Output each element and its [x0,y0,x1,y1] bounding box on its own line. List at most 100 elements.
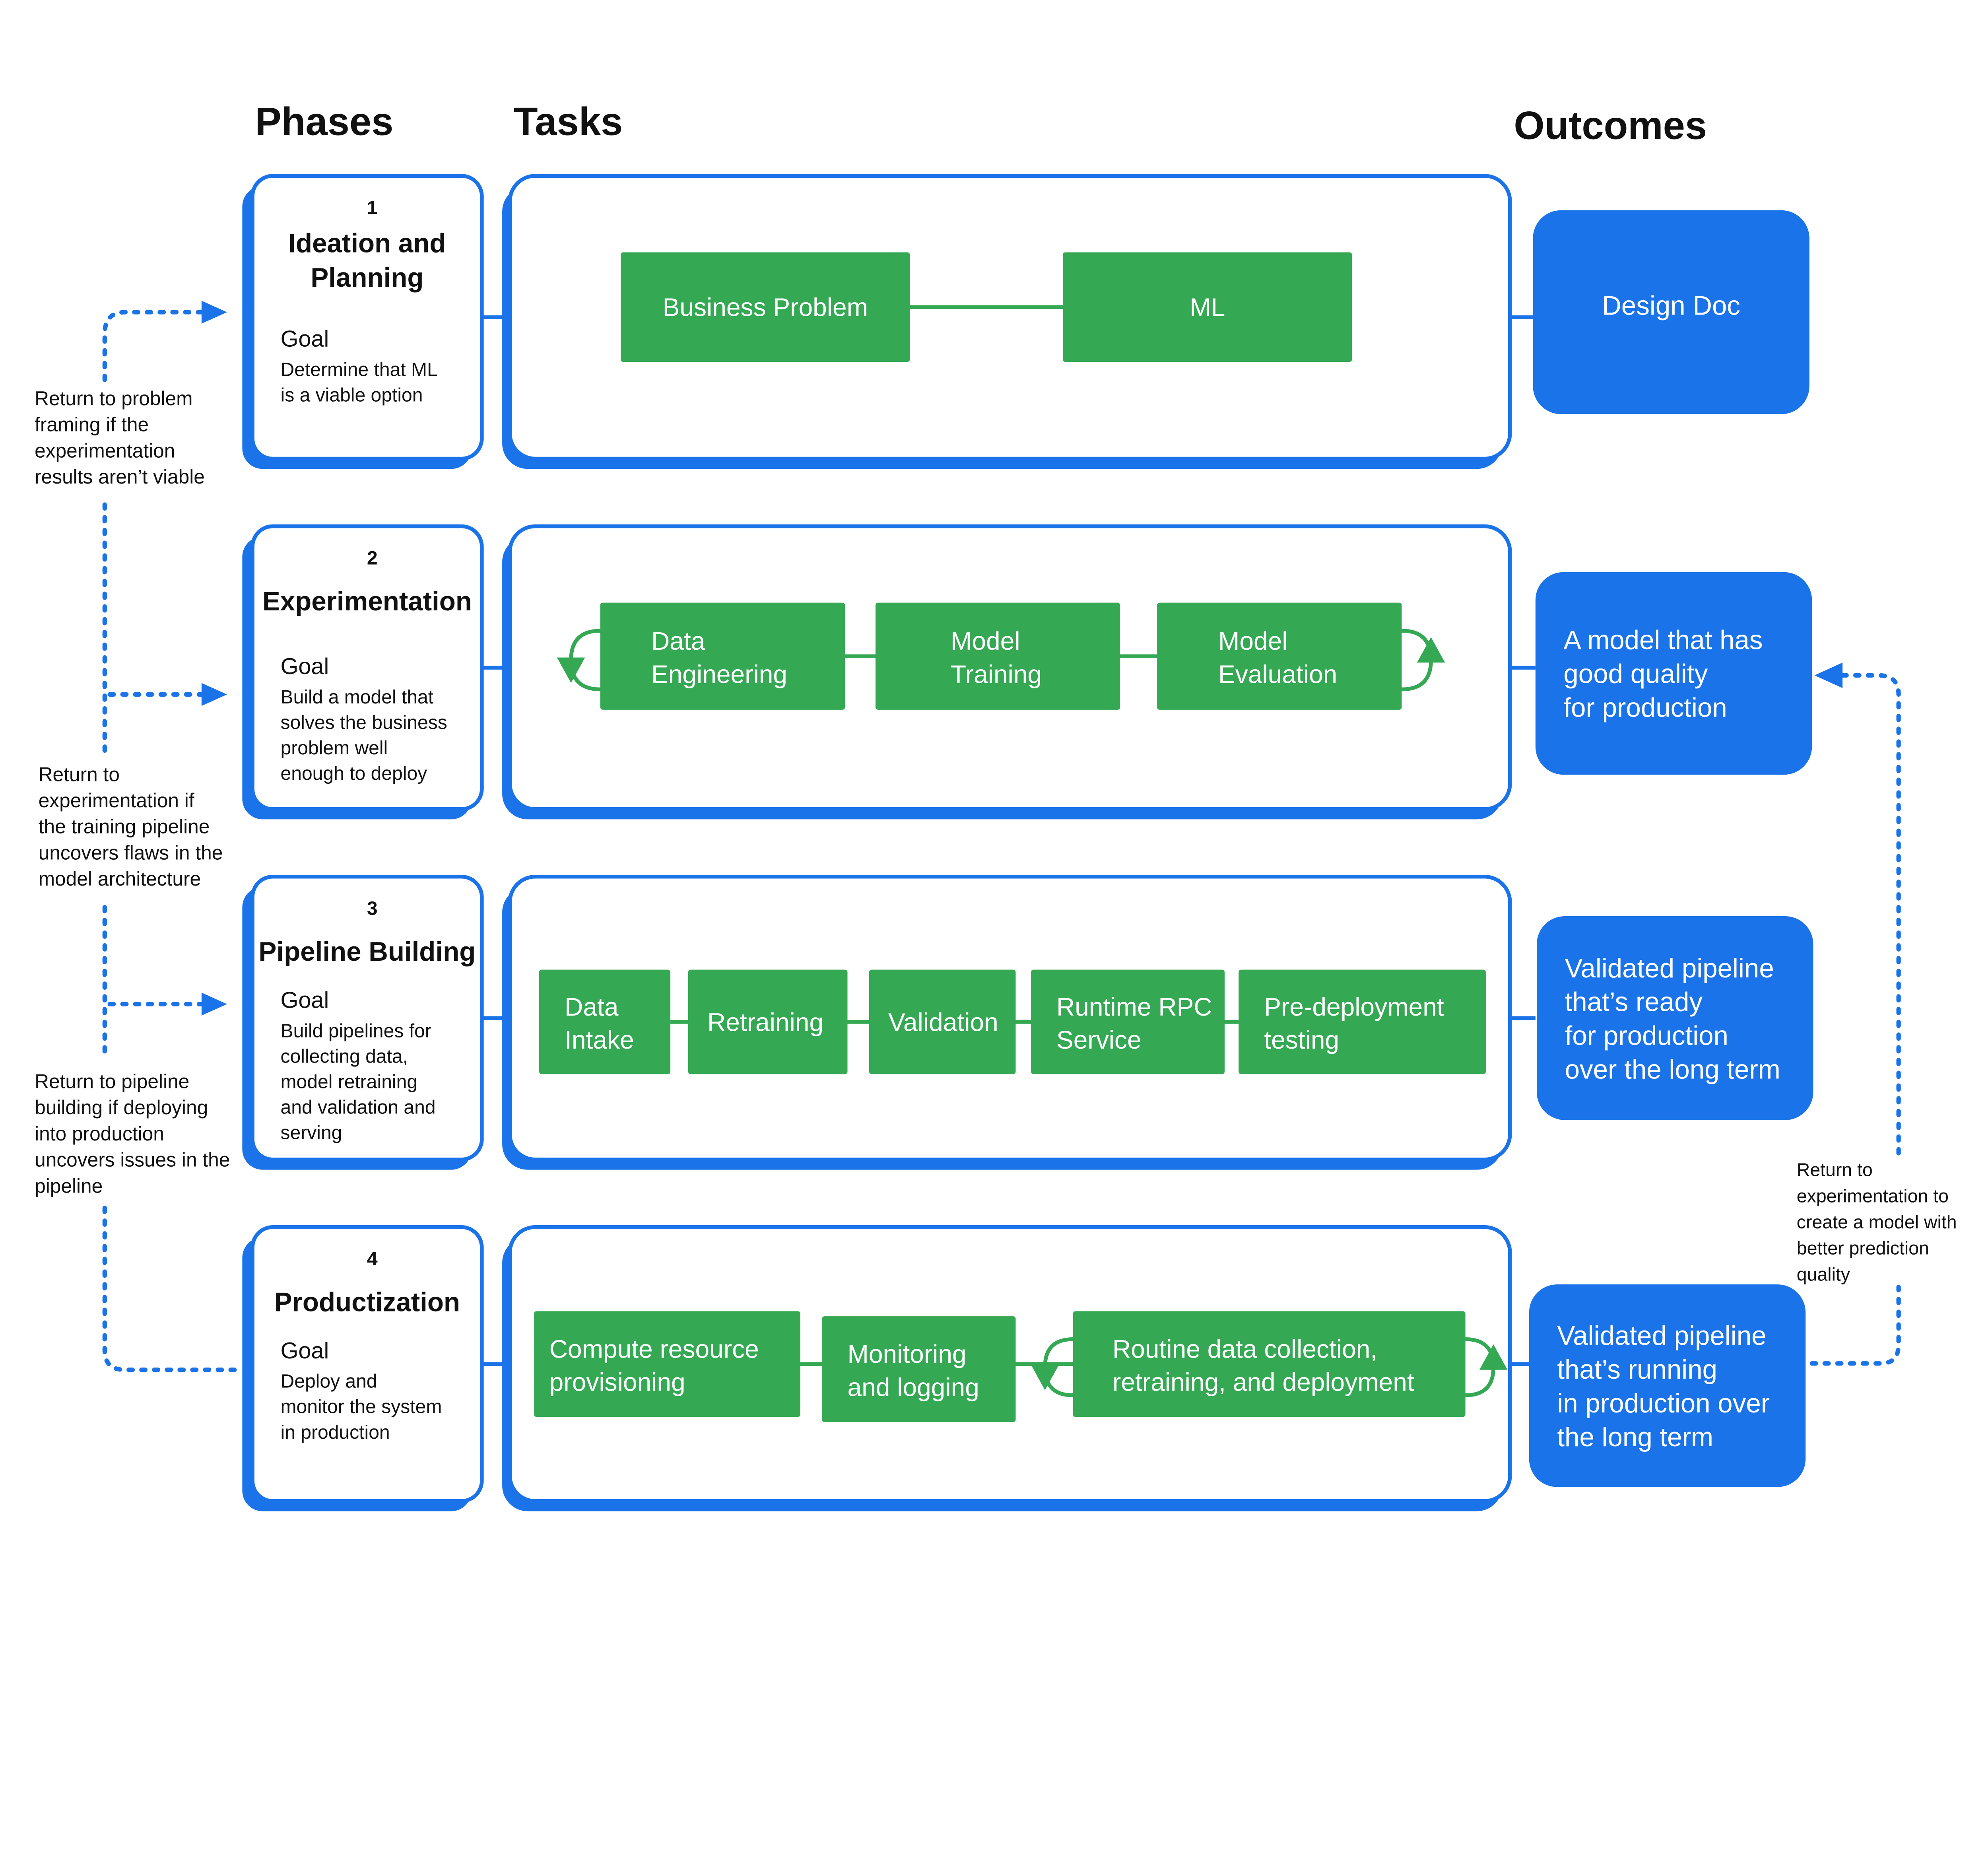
outcome-label-line: the long term [1557,1422,1713,1452]
task-box-fill [1073,1311,1466,1417]
return-from-production-line [102,1206,242,1372]
goal-description-line: Build a model that [281,686,434,708]
outcome-label-line: over the long term [1565,1055,1780,1085]
goal-description-line: Deploy and [281,1371,377,1392]
goal-description-line: serving [281,1122,342,1144]
loop-arrowhead-icon [1417,637,1445,663]
goal-label: Goal [281,654,329,679]
task-box-fill [1063,252,1352,362]
task-box-fill [1157,602,1402,710]
outcome-box [1533,210,1809,414]
outcome-label: Design Doc [1602,291,1740,321]
goal-description: Deploy and monitor the system in productio… [281,1371,442,1443]
card-body [250,174,484,461]
note-return-to-experimentation-better-model-line: quality [1797,1264,1850,1284]
phase-title-line: Experimentation [262,587,472,616]
task-box: Validation [869,969,1016,1074]
task-box-fill [1031,969,1225,1074]
note-return-to-problem-framing-line: framing if the [35,414,149,436]
loop-arrowhead-icon [557,657,585,683]
note-return-to-experimentation-better-model-line: Return to [1797,1160,1873,1180]
task-label: Validation [888,1008,998,1036]
goal-description-line: monitor the system [281,1396,442,1418]
phase-title: Pipeline Building [259,937,476,967]
phase-title-line: Pipeline Building [259,937,476,967]
feedback-arrows [102,301,1901,1372]
task-label-line: Evaluation [1218,660,1337,689]
task-box: Retraining [688,969,848,1074]
phases-header: Phases [255,100,393,144]
goal-label: Goal [281,1338,329,1364]
task-label-line: Service [1056,1026,1142,1054]
goal-description-line: collecting data, [281,1045,408,1067]
task-label-line: Engineering [651,660,787,689]
task-box: Compute resource provisioning [534,1311,800,1417]
note-return-to-experimentation-better-model-line: better prediction [1797,1238,1929,1259]
note-return-to-pipeline-building-line: uncovers issues in the [35,1149,230,1171]
phase-title-line: Planning [311,263,423,293]
goal-description-line: and validation and [281,1097,436,1118]
task-label-line: Model [951,627,1020,655]
note-return-to-pipeline-building: Return to pipeline building if deploying i… [35,1070,230,1197]
task-label-line: Compute resource [549,1335,759,1363]
outcome-box [1537,916,1813,1120]
loop-arrowhead-icon [1031,1364,1059,1391]
note-return-to-experimentation-line: the training pipeline [39,816,210,838]
note-return-to-pipeline-building-line: into production [35,1123,164,1145]
outcome-label-line: good quality [1563,659,1708,689]
task-box-fill [1239,969,1486,1074]
task-label-line: provisioning [549,1368,685,1397]
task-label-line: Runtime RPC [1056,993,1212,1021]
phase-title-line: Productization [274,1287,460,1317]
task-label: Runtime RPC Service [1056,993,1212,1054]
phase-number: 2 [367,548,378,569]
note-return-to-pipeline-building-line: building if deploying [35,1096,208,1119]
note-return-to-experimentation-line: experimentation if [39,789,194,812]
goal-description-line: is a viable option [281,384,423,406]
task-box-fill [875,602,1120,710]
task-box-fill [822,1316,1016,1422]
note-return-to-problem-framing-line: experimentation [35,439,175,462]
card-body [250,874,484,1162]
goal-description-line: in production [281,1422,390,1443]
phase-title: Experimentation [262,587,472,616]
task-label: Compute resource provisioning [549,1335,759,1396]
outcome-label-line: A model that has [1563,626,1763,655]
outcome-label-line: that’s running [1557,1355,1717,1385]
task-label-line: Model [1218,627,1288,655]
task-label: Routine data collection,retraining, and … [1112,1335,1414,1396]
card-body [250,1225,484,1503]
task-box-fill [621,252,910,362]
note-return-to-pipeline-building-line: pipeline [35,1175,103,1197]
task-box: Runtime RPC Service [1031,969,1225,1074]
task-box: Business Problem [621,252,910,362]
task-label-line: Intake [565,1026,634,1054]
outcome-label-line: Validated pipeline [1557,1321,1766,1351]
goal-description-line: problem well [281,737,388,759]
arrowhead-icon [201,993,227,1016]
note-return-to-pipeline-building-line: Return to pipeline [35,1070,189,1093]
task-box-fill [688,969,848,1074]
outcome-1: Design Doc [1533,210,1809,414]
tasks-header: Tasks [514,100,623,144]
outcome-label-line: that’s ready [1565,987,1703,1017]
